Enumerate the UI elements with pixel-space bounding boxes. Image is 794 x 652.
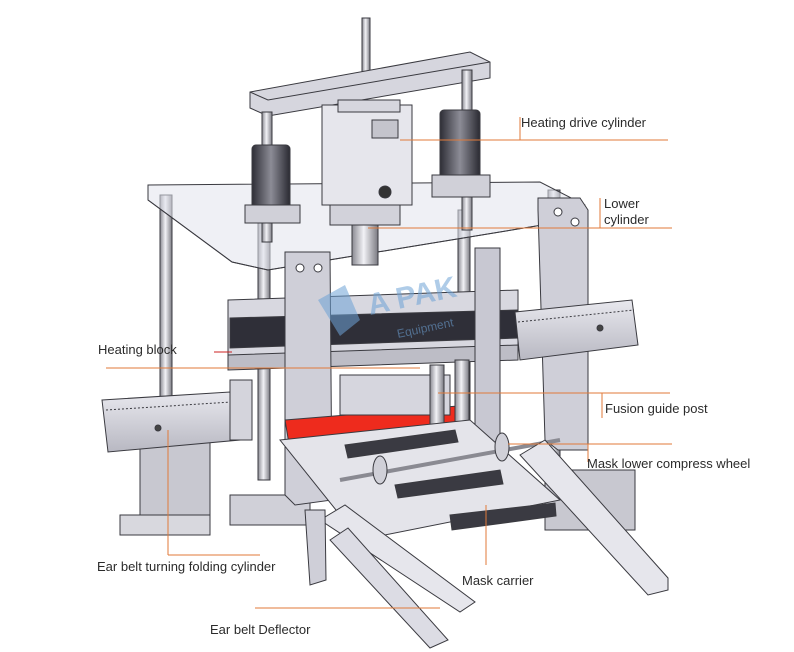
label-heating-drive-cylinder: Heating drive cylinder: [521, 115, 647, 130]
right-rail: [514, 299, 639, 361]
label-ear-belt-deflector: Ear belt Deflector: [210, 622, 311, 637]
label-mask-lower-compress-wheel: Mask lower compress wheel: [587, 456, 751, 471]
ear-belt-deflector: [304, 439, 669, 649]
heating-drive-cylinder: [321, 99, 413, 266]
label-heating-block: Heating block: [98, 342, 177, 357]
label-ear-belt-turning-folding-cylinder: Ear belt turning folding cylinder: [97, 559, 276, 574]
support-cylinders: [244, 109, 491, 224]
label-lower-cylinder: Lower cylinder: [604, 196, 649, 227]
label-fusion-guide-post: Fusion guide post: [605, 401, 708, 416]
leader-lines: [106, 117, 672, 609]
compress-wheels: [339, 432, 561, 485]
machine-illustration: [101, 17, 669, 649]
left-rail: [101, 379, 253, 453]
label-mask-carrier: Mask carrier: [462, 573, 534, 588]
